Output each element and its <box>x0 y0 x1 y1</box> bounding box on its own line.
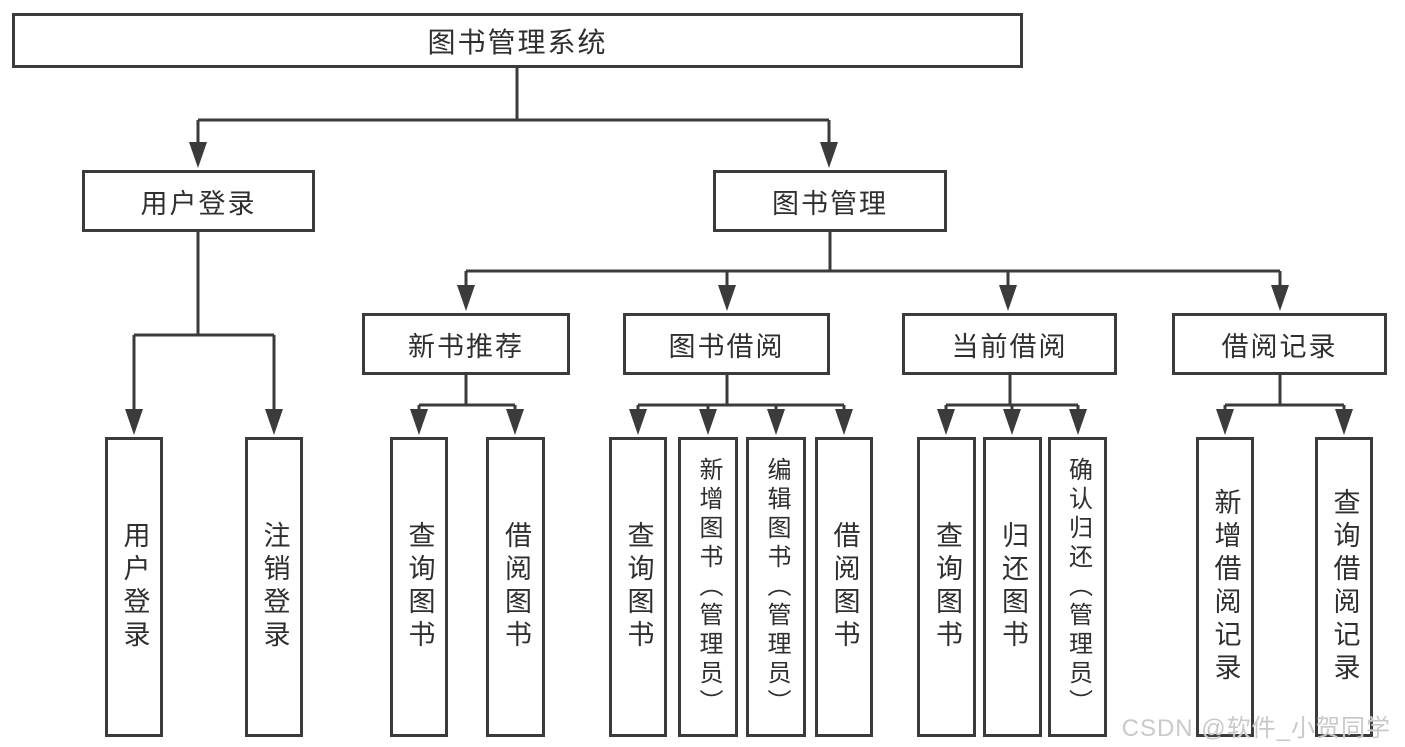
node-label: 查询借阅记录 <box>1329 488 1360 686</box>
node-add-borrow-record: 新增借阅记录 <box>1196 437 1254 737</box>
connector-book-borrow-bus <box>636 375 846 417</box>
node-borrow-books-recommend: 借阅图书 <box>486 437 545 737</box>
node-query-books-current: 查询图书 <box>917 437 976 737</box>
node-user-login: 用户登录 <box>82 170 315 232</box>
node-label: 借阅图书 <box>501 521 531 653</box>
node-add-books-admin: 新增图书（管理员） <box>678 437 738 737</box>
node-label: 借阅图书 <box>829 521 860 653</box>
csdn-watermark: CSDN @软件_小贺同学 <box>1121 715 1391 742</box>
node-query-borrow-record: 查询借阅记录 <box>1315 437 1373 737</box>
node-confirm-return-admin: 确认归还（管理员） <box>1048 437 1107 737</box>
node-label: 用户登录 <box>119 521 150 653</box>
node-new-book-recommend: 新书推荐 <box>362 313 570 375</box>
node-label: 注销登录 <box>259 521 290 653</box>
node-query-books-recommend: 查询图书 <box>390 437 448 737</box>
node-current-borrowing: 当前借阅 <box>902 313 1117 375</box>
node-book-management: 图书管理 <box>713 170 947 232</box>
node-return-books: 归还图书 <box>983 437 1042 737</box>
node-label: 新增借阅记录 <box>1210 488 1241 686</box>
node-label: 查询图书 <box>932 521 962 653</box>
node-label: 查询图书 <box>623 521 654 653</box>
node-borrow-books-leaf: 借阅图书 <box>815 437 873 737</box>
node-book-borrowing: 图书借阅 <box>623 313 830 375</box>
connector-book-mgmt-to-level3 <box>464 232 1282 293</box>
connector-root-to-level2 <box>196 68 831 150</box>
connector-new-book-bus <box>417 375 517 417</box>
node-library-system: 图书管理系统 <box>12 13 1023 68</box>
node-borrowing-records: 借阅记录 <box>1172 313 1387 375</box>
node-label: 归还图书 <box>998 521 1028 653</box>
node-label: 查询图书 <box>404 521 435 653</box>
node-edit-books-admin: 编辑图书（管理员） <box>746 437 806 737</box>
connector-borrow-records-bus <box>1223 375 1346 417</box>
node-label: 编辑图书（管理员） <box>763 456 790 718</box>
node-user-login-leaf: 用户登录 <box>105 437 163 737</box>
node-label: 确认归还（管理员） <box>1064 456 1092 718</box>
node-label: 新增图书（管理员） <box>695 456 722 718</box>
node-logout-leaf: 注销登录 <box>245 437 303 737</box>
node-query-books-borrow: 查询图书 <box>609 437 667 737</box>
connector-user-login-to-leaves <box>132 232 276 417</box>
